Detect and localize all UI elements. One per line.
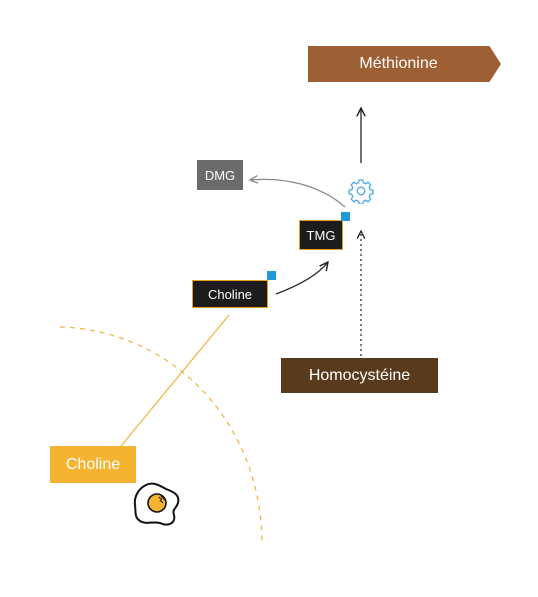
homocysteine-node: Homocystéine bbox=[281, 358, 438, 393]
arrow-choline-to-tmg bbox=[275, 262, 328, 295]
dashed-arc bbox=[59, 326, 263, 546]
leader-line bbox=[120, 314, 230, 447]
gear-icon bbox=[348, 179, 374, 204]
arrow-tmg-to-dmg bbox=[250, 179, 346, 208]
choline-food-label: Choline bbox=[50, 446, 136, 483]
choline-enzyme-node: Choline bbox=[192, 280, 268, 308]
egg-icon bbox=[133, 482, 180, 526]
methionine-node: Méthionine bbox=[308, 46, 501, 82]
tmg-accent-square bbox=[341, 212, 350, 221]
dmg-node: DMG bbox=[197, 160, 243, 190]
tmg-node: TMG bbox=[299, 220, 343, 250]
choline-accent-square bbox=[267, 271, 276, 280]
